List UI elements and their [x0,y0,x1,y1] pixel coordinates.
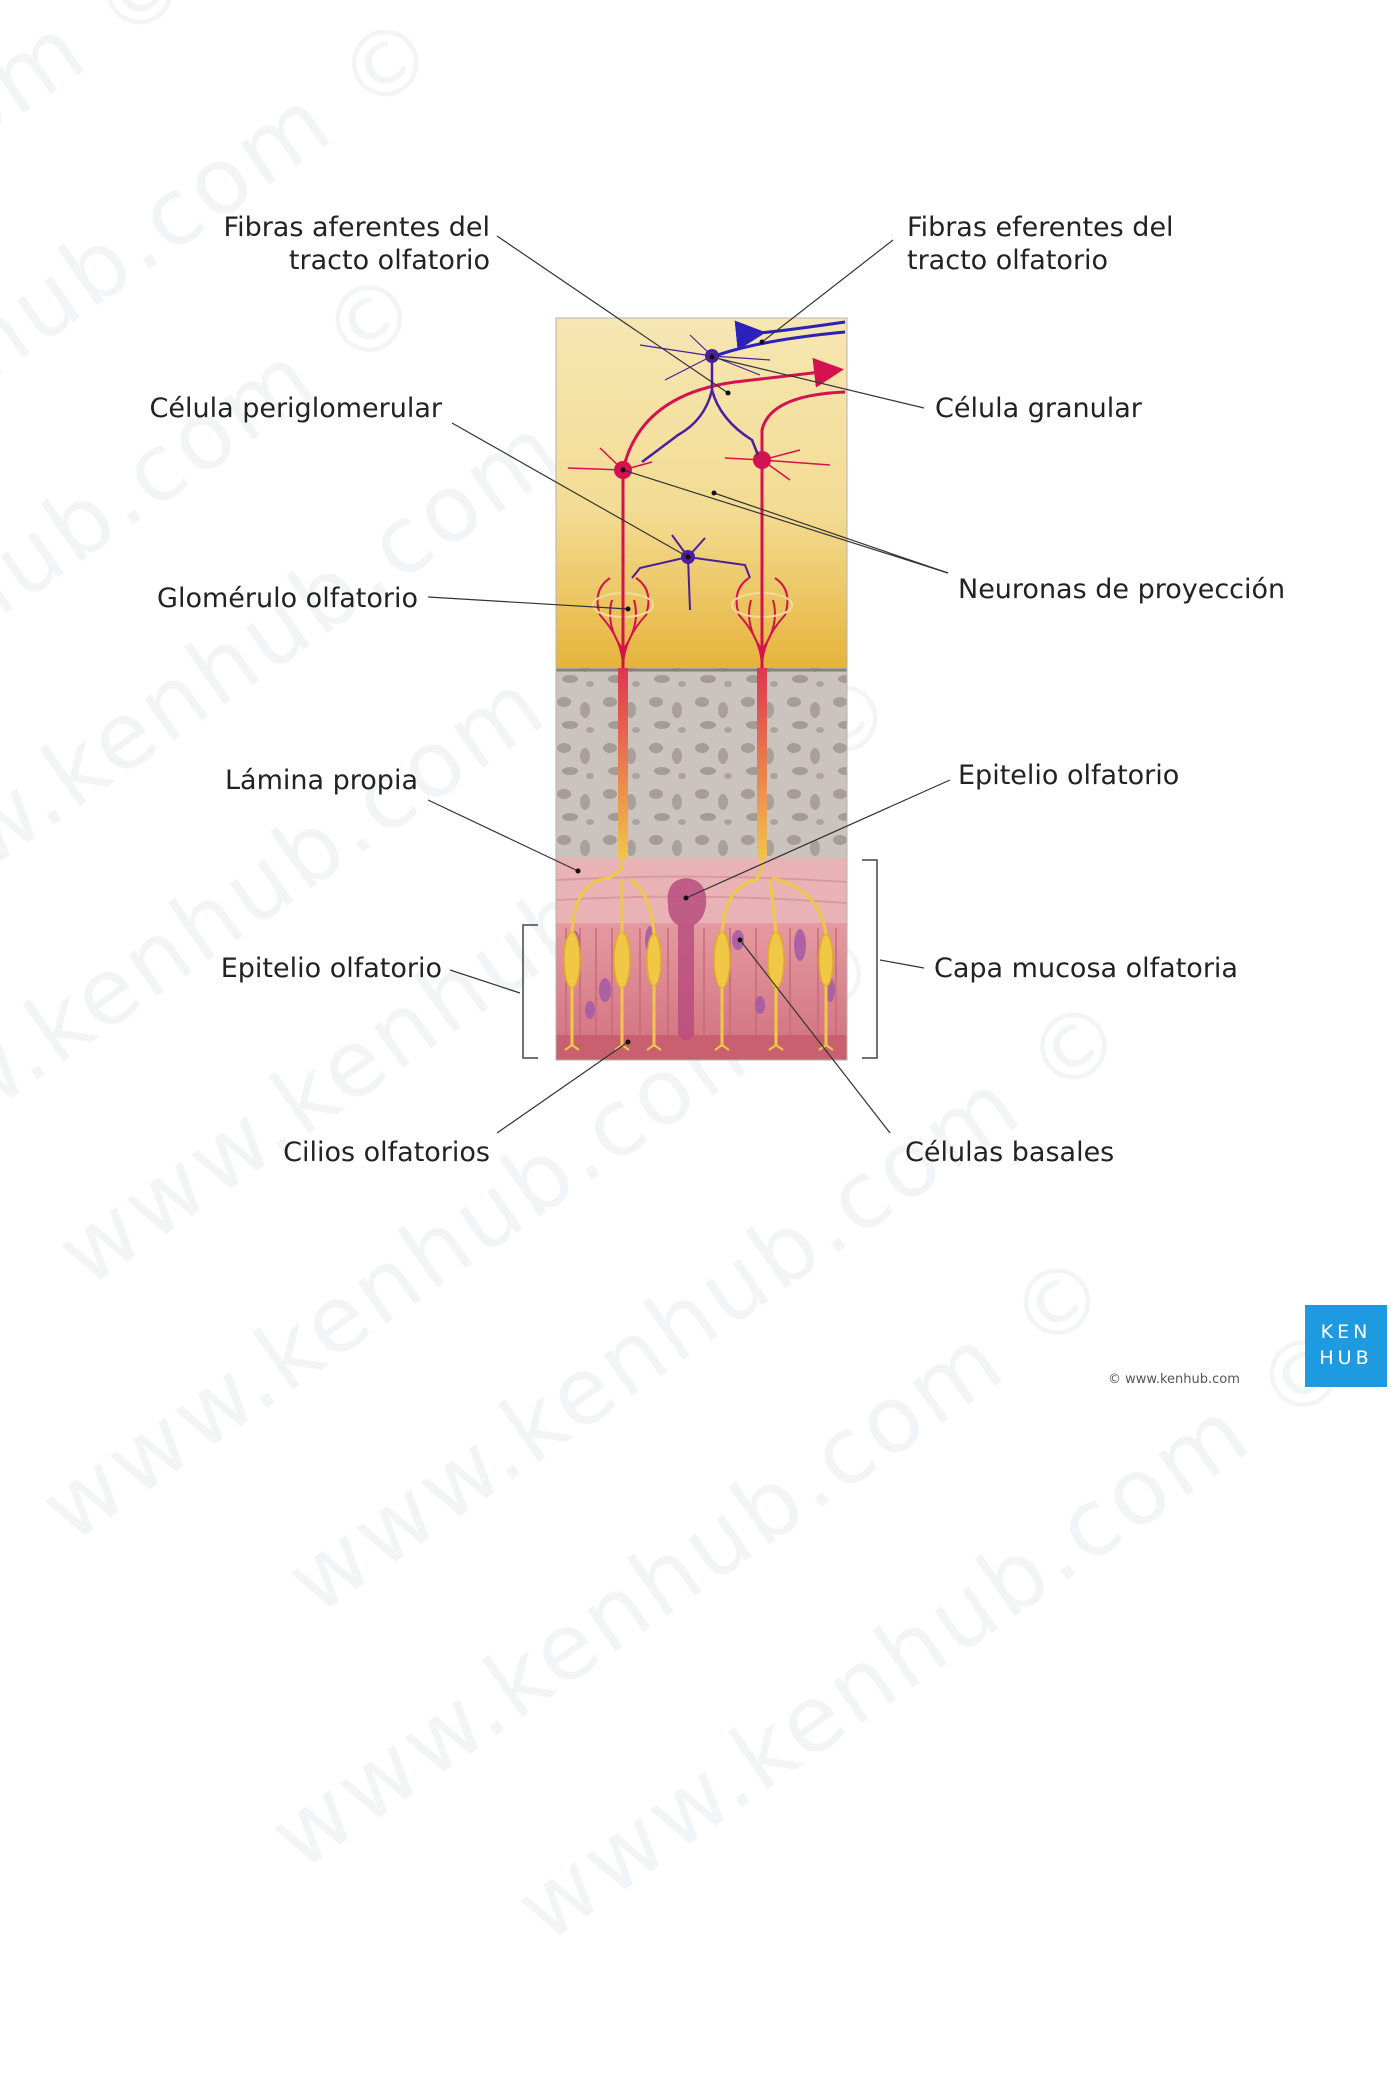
bowman-gland [667,878,707,1040]
leader-epitelio-right [685,779,951,899]
label-celula-periglomerular: Célula periglomerular [149,393,443,424]
leader-neuronas-2 [713,492,949,574]
receptor-neurons [563,931,834,989]
olfactory-diagram [427,235,951,1134]
granule-cell [639,334,771,463]
kenhub-logo: KEN HUB [1305,1305,1387,1387]
projection-neurons [567,357,846,668]
leader-glomerulo [427,596,629,610]
olfactory-bulb-region [556,318,847,668]
cribriform-plate [556,668,847,858]
label-glomerulo-olfatorio: Glomérulo olfatorio [157,583,418,614]
leader-fibras-eferentes [761,239,894,343]
leader-celula-granular [711,356,925,409]
olfactory-cilia [564,1044,834,1051]
label-celulas-basales: Células basales [905,1137,1115,1168]
leader-cilios [496,1041,629,1134]
leader-neuronas-1 [622,469,949,574]
leader-fibras-aferentes [496,235,729,394]
logo-line2: HUB [1319,1347,1373,1369]
label-epitelio-olfatorio-right: Epitelio olfatorio [958,760,1180,791]
receptor-dendrites [570,680,828,1045]
label-capa-mucosa: Capa mucosa olfatoria [934,953,1238,984]
basal-cell-nuclei [570,926,835,1019]
label-fibras-eferentes-line1: Fibras eferentes del [907,212,1174,243]
epithelial-cells [565,928,837,1035]
logo-line1: KEN [1320,1321,1372,1343]
leader-epitelio-left [449,969,521,994]
leader-capa-mucosa [879,959,925,969]
bracket-capa-mucosa [862,859,878,1059]
label-lamina-propia: Lámina propia [225,765,418,796]
label-neuronas-proyeccion: Neuronas de proyección [958,574,1286,605]
label-celula-granular: Célula granular [935,393,1142,424]
leader-endpoints [575,339,765,1045]
label-fibras-eferentes-line2: tracto olfatorio [907,245,1109,276]
leader-lamina-propia [427,799,579,872]
leader-celulas-basales [739,939,891,1134]
label-fibras-eferentes: Fibras eferentes del tracto olfatorio [907,211,1174,277]
efferent-fibers [714,320,846,358]
label-fibras-aferentes: Fibras aferentes del tracto olfatorio [150,211,491,277]
label-epitelio-olfatorio-left: Epitelio olfatorio [220,953,442,984]
leader-celula-periglomerular [451,422,689,558]
label-fibras-aferentes-line1: Fibras aferentes del [223,212,491,243]
label-fibras-aferentes-line2: tracto olfatorio [288,245,490,276]
credit-text: © www.kenhub.com [1108,1372,1240,1387]
label-cilios-olfatorios: Cilios olfatorios [283,1137,490,1168]
bracket-epitelio [522,924,538,1059]
periglomerular-cell [631,534,751,611]
projection-neuron-soma-right [753,451,771,469]
leader-lines [427,235,951,1134]
